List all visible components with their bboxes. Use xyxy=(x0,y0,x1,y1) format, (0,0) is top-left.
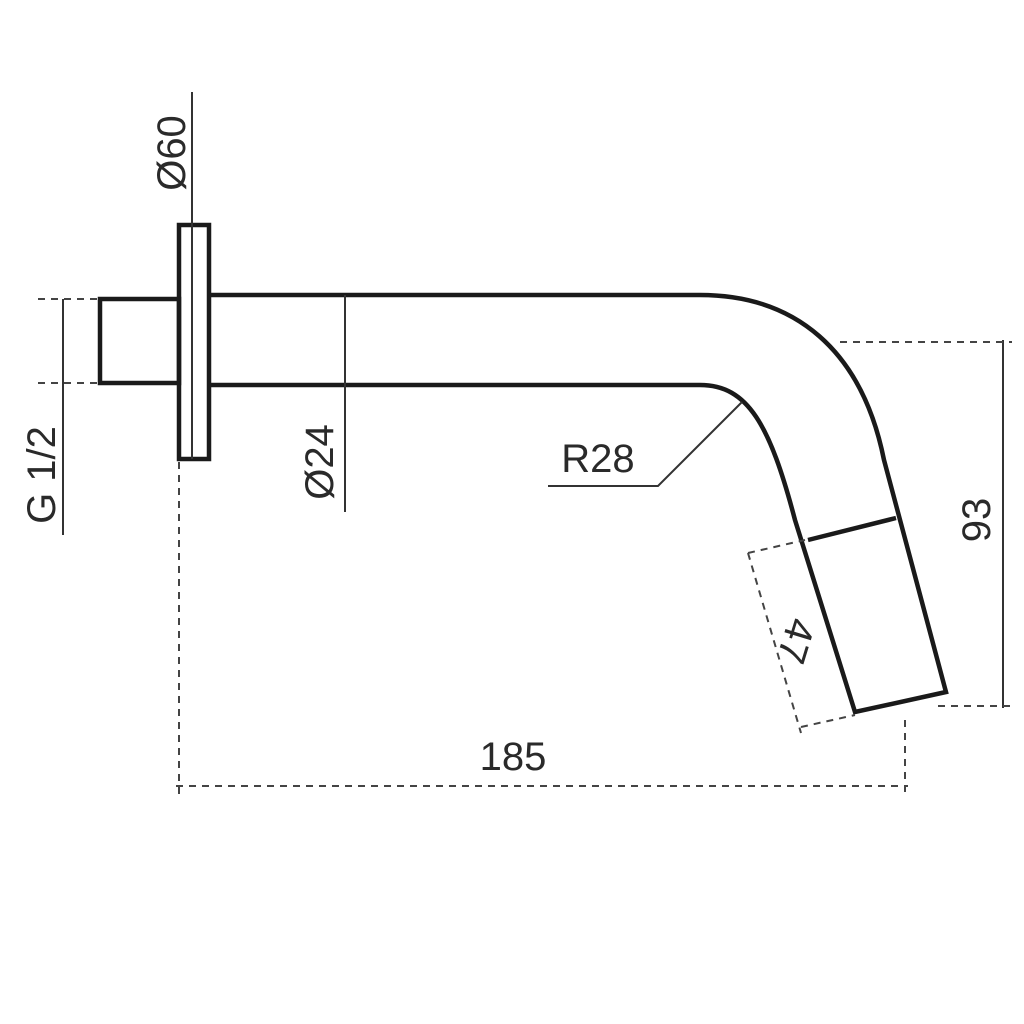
thread-label: G 1/2 xyxy=(20,426,64,524)
pipe-diameter-label: Ø24 xyxy=(298,424,342,500)
wall-flange xyxy=(176,222,212,462)
outlet-length-ext-bottom xyxy=(800,714,856,728)
outlet-length-dim-line xyxy=(747,552,802,734)
height-label: 93 xyxy=(955,498,999,543)
projection-label: 185 xyxy=(480,735,547,779)
spout-pipe-body xyxy=(209,292,949,715)
bend-radius-leader xyxy=(548,401,743,487)
outlet-length-ext-top xyxy=(747,539,806,554)
aerator-band-line xyxy=(807,515,897,543)
threaded-connector xyxy=(97,296,182,386)
outlet-length-label: 47 xyxy=(768,613,823,668)
bend-radius-label: R28 xyxy=(561,437,634,481)
flange-diameter-label: Ø60 xyxy=(150,115,194,191)
